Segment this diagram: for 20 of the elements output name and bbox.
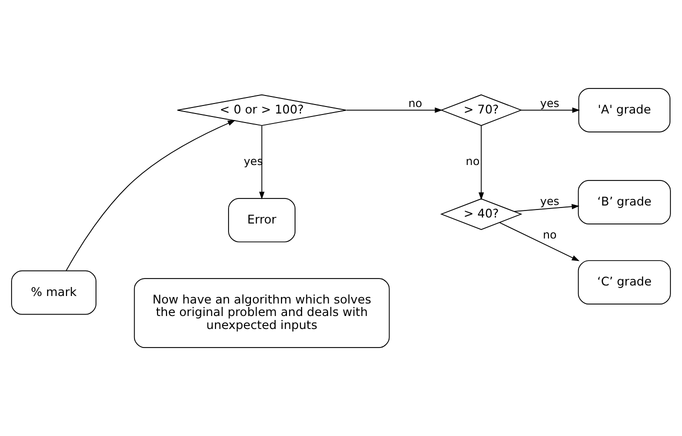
arrow xyxy=(520,107,580,113)
edge-label: no xyxy=(408,97,422,110)
edge-label: no xyxy=(466,155,480,168)
arrow xyxy=(346,107,442,113)
node-box: Error xyxy=(228,198,296,242)
node-diamond: > 70? xyxy=(440,94,522,126)
arrow xyxy=(66,120,236,272)
edge-label: yes xyxy=(540,97,560,110)
edge-label: yes xyxy=(540,195,560,208)
arrow xyxy=(499,222,580,262)
node-box: ‘C’ grade xyxy=(578,260,671,305)
arrow xyxy=(514,204,580,212)
arrow xyxy=(478,125,484,200)
arrow xyxy=(259,125,264,200)
node-box: Now have an algorithm which solves the original problem and deals with unexpected inputs xyxy=(134,278,390,348)
node-box: % mark xyxy=(11,270,96,315)
node-box: 'A' grade xyxy=(578,88,670,132)
edge-label: no xyxy=(542,228,557,242)
node-box: ‘B’ grade xyxy=(578,180,671,224)
node-diamond: > 40? xyxy=(440,198,522,230)
